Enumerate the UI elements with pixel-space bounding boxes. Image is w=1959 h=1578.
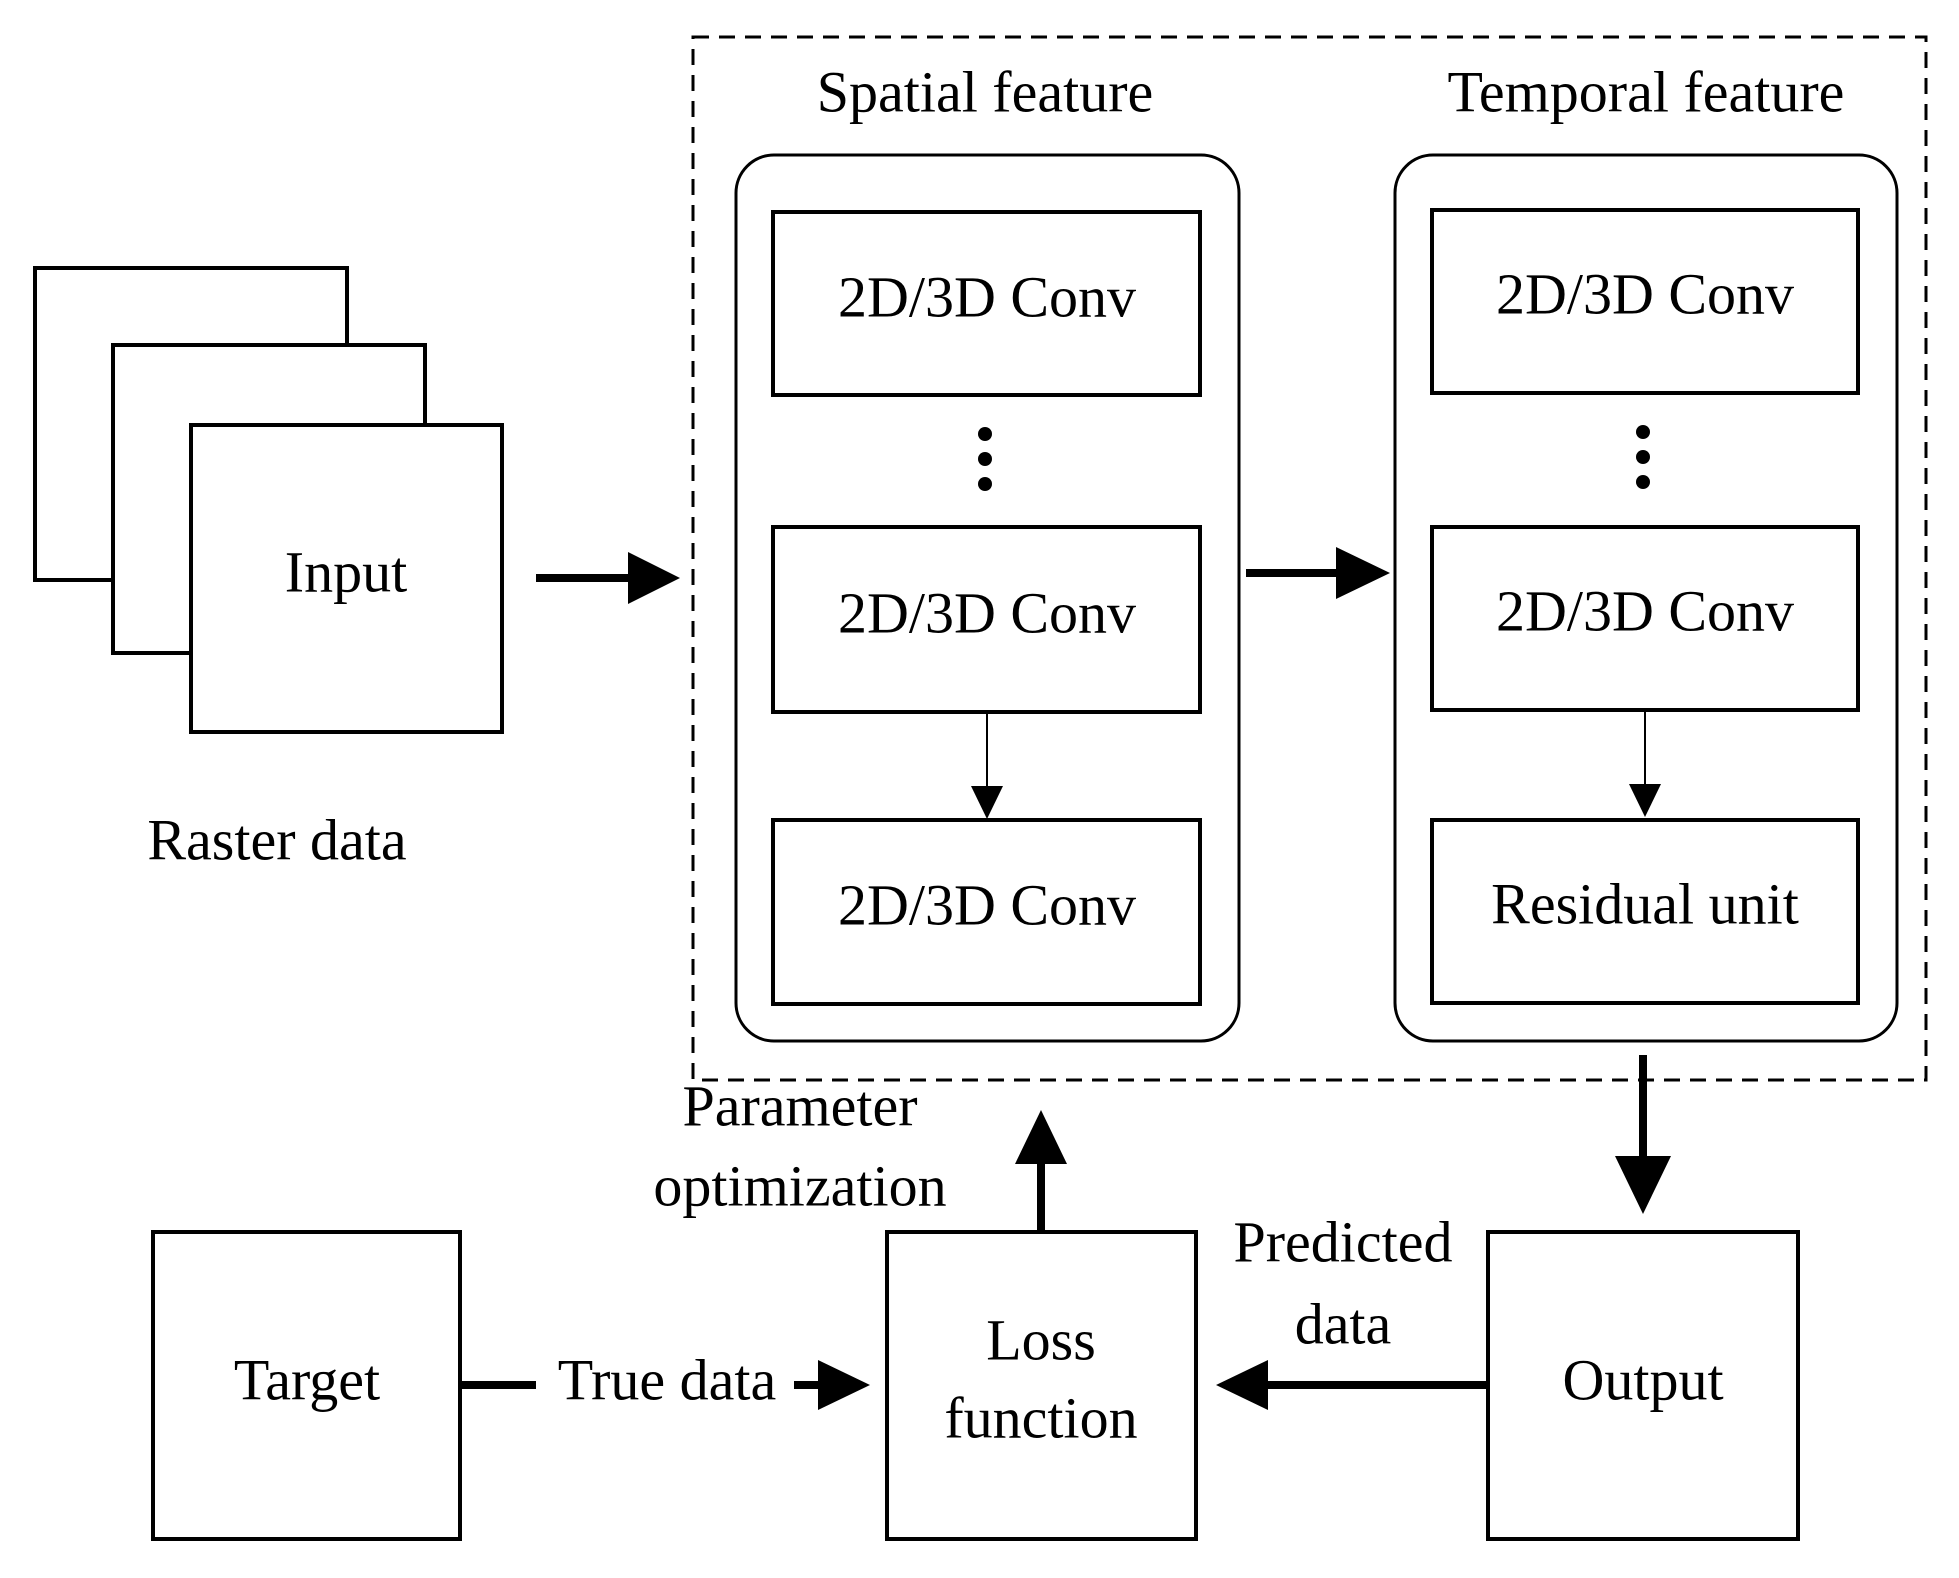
spatial-ellipsis [978, 427, 992, 491]
temporal-feature-container [1393, 153, 1899, 1043]
spatial-inner-arrow [971, 712, 1003, 819]
loss-function-label-line1: Loss [986, 1307, 1096, 1372]
arrow-input-to-spatial [536, 552, 680, 604]
output-label: Output [1562, 1347, 1723, 1412]
true-data-label: True data [558, 1347, 777, 1412]
loss-function-box [885, 1230, 1198, 1541]
training-loop: Target True data Loss function Parameter… [151, 1073, 1800, 1541]
spatial-feature-container [734, 153, 1241, 1043]
predicted-data-line2: data [1295, 1291, 1392, 1356]
temporal-conv-block-1-label: 2D/3D Conv [1496, 261, 1794, 326]
raster-data-caption: Raster data [147, 807, 406, 872]
output-box [1486, 1230, 1800, 1541]
spatial-feature-title: Spatial feature [817, 59, 1154, 124]
temporal-conv-block-2-label: 2D/3D Conv [1496, 578, 1794, 643]
temporal-ellipsis [1636, 425, 1650, 489]
loss-function-label-line2: function [944, 1385, 1137, 1450]
input-label: Input [285, 539, 407, 604]
target-label: Target [234, 1347, 380, 1412]
spatial-conv-block-1 [771, 210, 1202, 397]
feature-extraction-frame [691, 35, 1928, 1082]
residual-unit-block [1430, 818, 1860, 1005]
spatial-conv-block-2 [771, 525, 1202, 714]
residual-unit-label: Residual unit [1491, 871, 1799, 936]
temporal-feature-group: Temporal feature 2D/3D Conv 2D/3D Conv R… [1393, 59, 1899, 1043]
arrow-target-to-loss [460, 1360, 870, 1410]
spatial-conv-block-3 [771, 818, 1202, 1006]
parameter-optimization-line2: optimization [653, 1153, 946, 1218]
parameter-optimization-line1: Parameter [682, 1073, 917, 1138]
spatial-conv-block-1-label: 2D/3D Conv [838, 264, 1136, 329]
arrow-spatial-to-temporal [1246, 547, 1390, 599]
arrow-temporal-to-output [1615, 1055, 1671, 1214]
predicted-data-line1: Predicted [1233, 1209, 1452, 1274]
raster-input-stack: Input Raster data [33, 266, 504, 872]
temporal-feature-title: Temporal feature [1448, 59, 1845, 124]
spatial-feature-group: Spatial feature 2D/3D Conv 2D/3D Conv 2D… [734, 59, 1241, 1043]
temporal-inner-arrow [1629, 710, 1661, 817]
arrow-loss-to-parameters [1015, 1110, 1067, 1232]
target-box [151, 1230, 462, 1541]
raster-layer-front [189, 423, 504, 734]
spatial-conv-block-3-label: 2D/3D Conv [838, 872, 1136, 937]
temporal-conv-block-1 [1430, 208, 1860, 395]
temporal-conv-block-2 [1430, 525, 1860, 712]
spatial-conv-block-2-label: 2D/3D Conv [838, 580, 1136, 645]
arrow-output-to-loss [1216, 1360, 1488, 1410]
